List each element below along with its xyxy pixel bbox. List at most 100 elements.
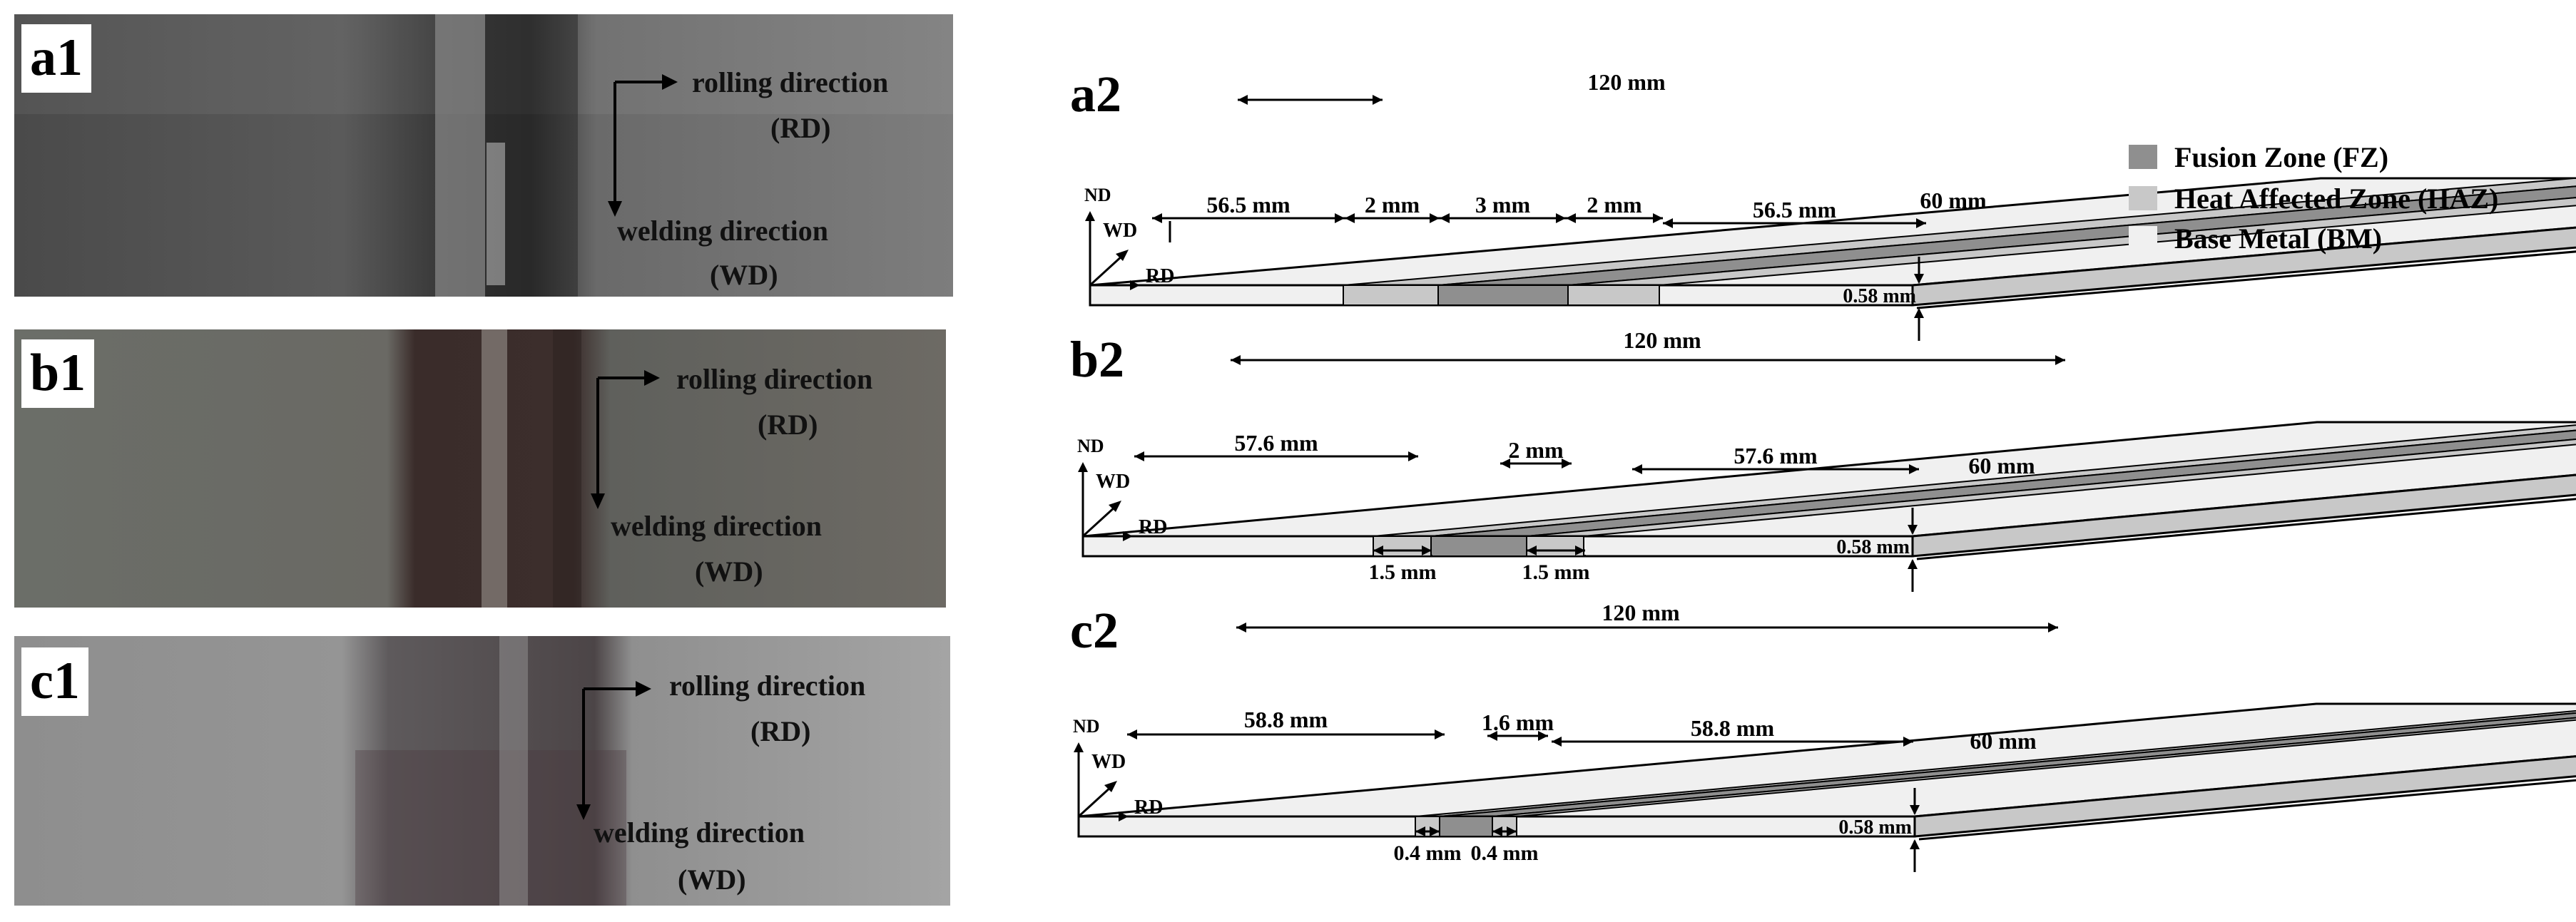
photo-c1-image	[14, 636, 950, 906]
haz_left-dimension-head	[1422, 545, 1432, 555]
legend-label: Base Metal (BM)	[2174, 222, 2383, 255]
thickness-arrow-head	[1908, 559, 1918, 569]
rolling-direction-label: rolling direction	[669, 670, 866, 702]
nd-axis-label: ND	[1077, 436, 1104, 456]
fusion-zone-front	[1439, 816, 1493, 837]
haz_left-dimension-head	[1430, 213, 1440, 223]
wd-abbreviation: (WD)	[678, 864, 746, 896]
wd-axis-head	[1109, 501, 1121, 512]
nd-axis-head	[1085, 211, 1095, 221]
width-dimension	[1918, 779, 2576, 841]
left_bm-dimension-head	[1134, 451, 1144, 461]
wd-axis	[1089, 254, 1124, 287]
haz_left-label: 2 mm	[1365, 192, 1420, 217]
length-dimension-head	[1236, 623, 1246, 632]
right_bm-dimension-head	[1916, 218, 1926, 228]
haz_right-label: 1.5 mm	[1522, 560, 1590, 584]
thickness-arrow-head	[1914, 308, 1924, 318]
wd-axis-head	[1116, 250, 1129, 261]
photo-label: a1	[21, 24, 91, 93]
left_bm-dimension-head	[1408, 451, 1418, 461]
haz_right-dimension-head	[1507, 826, 1517, 836]
rd-axis-head	[1130, 280, 1140, 290]
rolling-direction-label: rolling direction	[676, 363, 873, 395]
thickness-arrow-head	[1910, 839, 1920, 849]
fz-dimension-head	[1440, 213, 1450, 223]
nd-axis-label: ND	[1073, 716, 1100, 737]
left_bm-dimension-head	[1335, 213, 1345, 223]
legend-swatch-haz	[2129, 186, 2157, 210]
width-label: 60 mm	[1920, 188, 1987, 213]
haz_left-label: 0.4 mm	[1394, 841, 1462, 865]
plate-side-face	[1911, 226, 2576, 307]
left_bm-label: 58.8 mm	[1244, 707, 1328, 732]
right_bm-dimension-head	[1632, 464, 1642, 474]
wd-axis-head	[1104, 781, 1117, 792]
haz-zone-right-front	[1492, 816, 1517, 837]
left_bm-dimension-head	[1127, 729, 1137, 739]
haz_right-label: 2 mm	[1587, 192, 1642, 217]
nd-axis-head	[1074, 742, 1084, 752]
legend-swatch-fz	[2129, 145, 2157, 169]
direction-arrows	[608, 74, 678, 217]
fz-dimension-head	[1500, 459, 1510, 468]
length-dimension-head	[1373, 95, 1383, 105]
right_bm-label: 56.5 mm	[1753, 197, 1837, 222]
legend-fusion-zone: Fusion Zone (FZ)	[2129, 141, 2388, 173]
thickness-arrow-head	[1914, 274, 1924, 284]
thickness-label: 0.58 mm	[1836, 536, 1910, 558]
haz_right-dimension-head	[1653, 213, 1663, 223]
length-dimension-head	[1231, 355, 1241, 365]
legend-base-metal: Base Metal (BM)	[2129, 222, 2383, 255]
legend-heat-affected-zone: Heat Affected Zone (HAZ)	[2129, 183, 2498, 215]
wd-axis-label: WD	[1096, 471, 1130, 493]
plate-side-face	[1911, 473, 2576, 558]
fz-label: 2 mm	[1508, 437, 1564, 463]
nd-axis-head	[1078, 462, 1088, 472]
left_bm-label: 56.5 mm	[1206, 192, 1290, 217]
fusion-zone-front	[1430, 536, 1527, 557]
width-label: 60 mm	[1968, 453, 2035, 478]
haz_left-dimension-head	[1345, 213, 1355, 223]
nd-axis-label: ND	[1084, 185, 1111, 205]
wd-axis	[1077, 785, 1113, 818]
rd-axis-label: RD	[1139, 516, 1167, 538]
legend-label: Fusion Zone (FZ)	[2174, 140, 2389, 173]
thickness-arrow-head	[1910, 805, 1920, 815]
rd-axis-head	[1123, 531, 1133, 541]
welding-direction-label: welding direction	[617, 215, 828, 247]
rolling-direction-label: rolling direction	[692, 66, 889, 98]
length-label: 120 mm	[1602, 600, 1680, 625]
wd-axis	[1081, 505, 1117, 538]
rd-abbreviation: (RD)	[750, 715, 811, 747]
haz_left-dimension-head	[1430, 826, 1440, 836]
photo-label: b1	[21, 339, 95, 408]
wd-axis-label: WD	[1103, 220, 1137, 242]
width-dimension	[1916, 250, 2576, 309]
rd-abbreviation: (RD)	[770, 112, 831, 144]
haz_right-dimension-head	[1566, 213, 1576, 223]
left_bm-dimension-head	[1435, 729, 1445, 739]
diagram-label: c2	[1070, 602, 1119, 659]
length-dimension-head	[2055, 355, 2065, 365]
right_bm-label: 58.8 mm	[1691, 715, 1775, 741]
haz-zone-left-front	[1343, 285, 1439, 306]
haz-zone-right-front	[1567, 285, 1660, 306]
photo-label: c1	[21, 647, 88, 716]
direction-arrows	[591, 370, 660, 509]
length-dimension-head	[2048, 623, 2058, 632]
left_bm-label: 57.6 mm	[1234, 430, 1318, 456]
direction-arrows	[576, 681, 651, 820]
haz_left-label: 1.5 mm	[1369, 560, 1437, 584]
fz-dimension-head	[1562, 459, 1572, 468]
wd-abbreviation: (WD)	[695, 555, 763, 588]
diagram-label: b2	[1070, 331, 1124, 388]
right_bm-label: 57.6 mm	[1734, 443, 1818, 468]
rd-axis-head	[1119, 811, 1129, 821]
fz-dimension-head	[1538, 731, 1548, 741]
photo-b1: b1 rolling direction (RD) welding direct…	[14, 329, 946, 608]
haz_left-dimension-head	[1373, 545, 1383, 555]
photo-a1: a1 rolling direction (RD) welding direct…	[14, 14, 953, 297]
haz-zone-left-front	[1415, 816, 1440, 837]
